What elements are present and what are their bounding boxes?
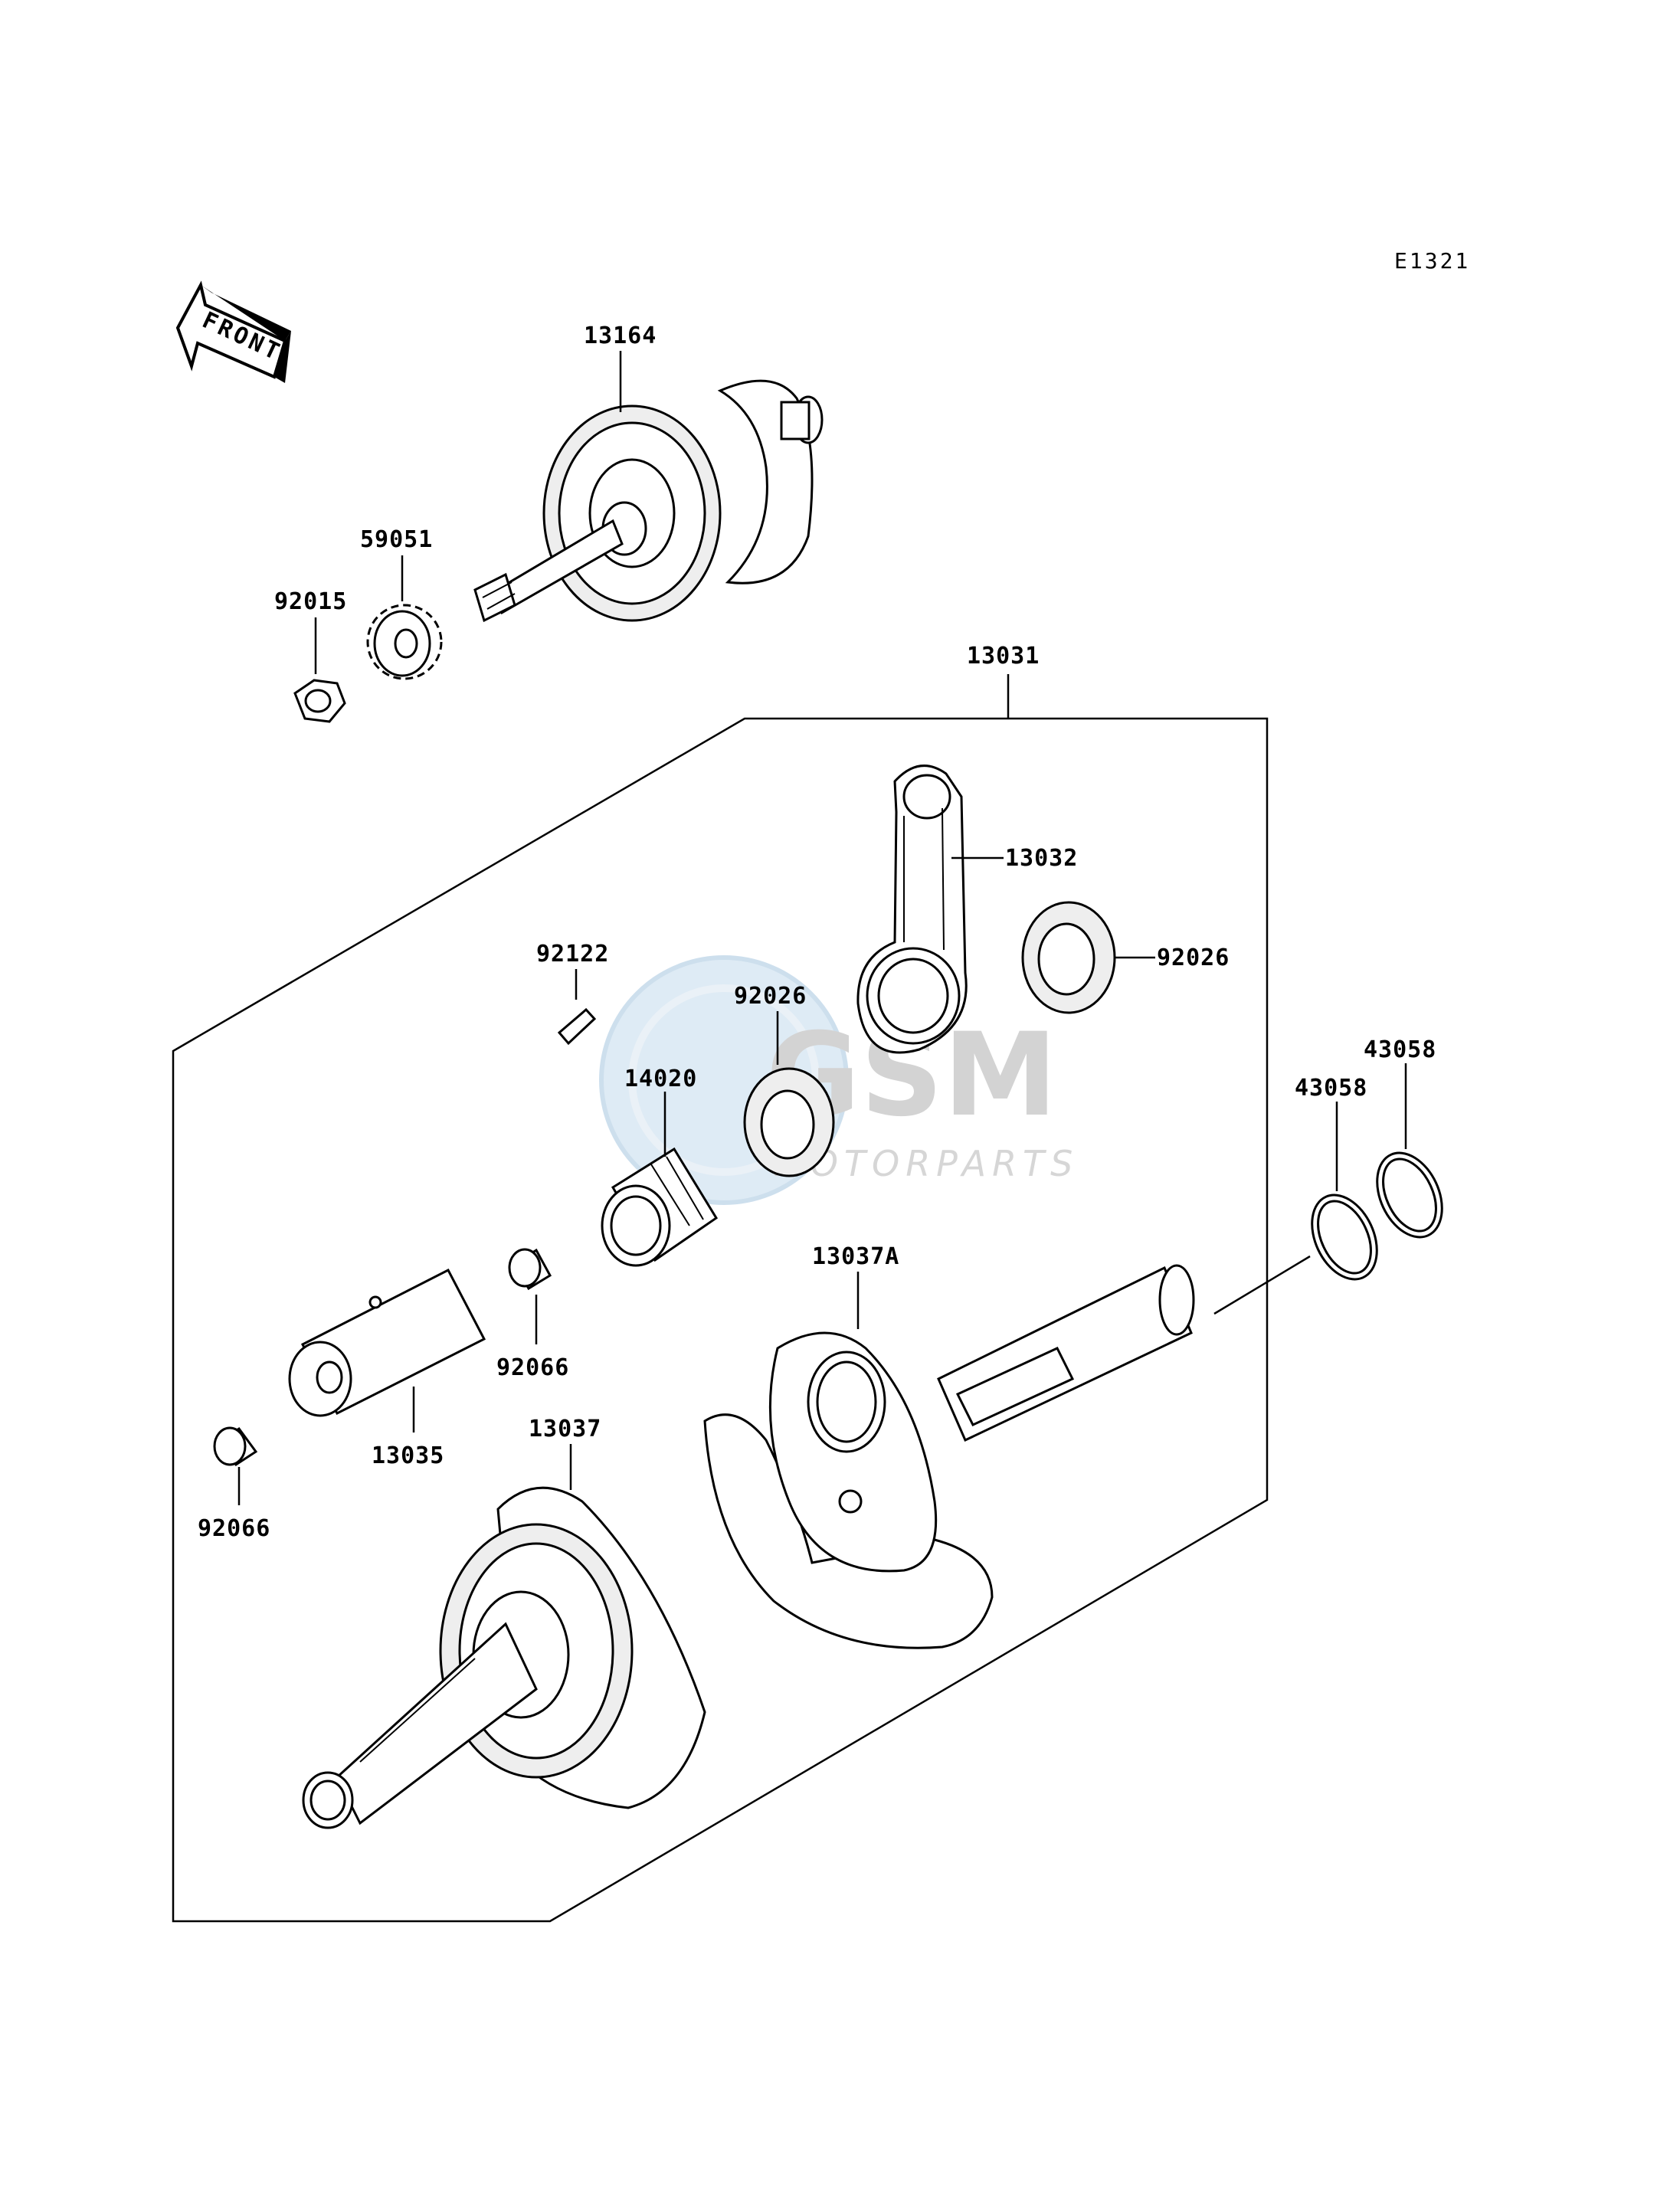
crankshaft-half-13037A: [703, 1264, 1195, 1649]
needle-bearing-14020: [601, 1147, 719, 1267]
part-label-13031: 13031: [967, 643, 1040, 670]
connecting-rod-13032: [856, 765, 968, 1054]
part-label-13037: 13037: [529, 1416, 601, 1442]
part-label-92015: 92015: [274, 588, 347, 615]
part-label-43058-inner: 43058: [1295, 1075, 1367, 1102]
part-label-92066-upper: 92066: [496, 1354, 569, 1381]
diagram-code: E1321: [1394, 248, 1470, 273]
part-label-13035: 13035: [372, 1442, 444, 1469]
part-label-92026-right: 92026: [1157, 945, 1230, 971]
sprocket-59051: [366, 604, 443, 680]
crankshaft-13164: [473, 379, 824, 623]
nut-92015: [293, 679, 346, 723]
part-label-13032: 13032: [1005, 845, 1078, 872]
part-label-59051: 59051: [360, 526, 433, 553]
thrust-washer-92026-left: [743, 1067, 835, 1177]
front-arrow-icon: FRONT: [175, 280, 291, 383]
ring-43058-outer: [1376, 1151, 1443, 1239]
part-label-13037A: 13037A: [812, 1243, 899, 1270]
part-label-92026-left: 92026: [734, 983, 807, 1010]
ring-43058-inner: [1311, 1193, 1378, 1281]
thrust-washer-92026-right: [1021, 901, 1116, 1014]
part-label-14020: 14020: [624, 1066, 697, 1092]
crank-pin-13035: [288, 1268, 486, 1417]
part-label-92122: 92122: [536, 941, 609, 968]
crankshaft-half-13037: [302, 1486, 706, 1829]
assembly-box-outline: [172, 717, 1269, 1923]
bushing-92066-lower: [213, 1426, 258, 1467]
bushing-92066-upper: [508, 1248, 552, 1291]
part-label-43058-outer: 43058: [1364, 1036, 1436, 1063]
pin-92122: [557, 1007, 597, 1046]
part-label-13164: 13164: [584, 323, 657, 349]
part-label-92066-lower: 92066: [198, 1515, 270, 1542]
